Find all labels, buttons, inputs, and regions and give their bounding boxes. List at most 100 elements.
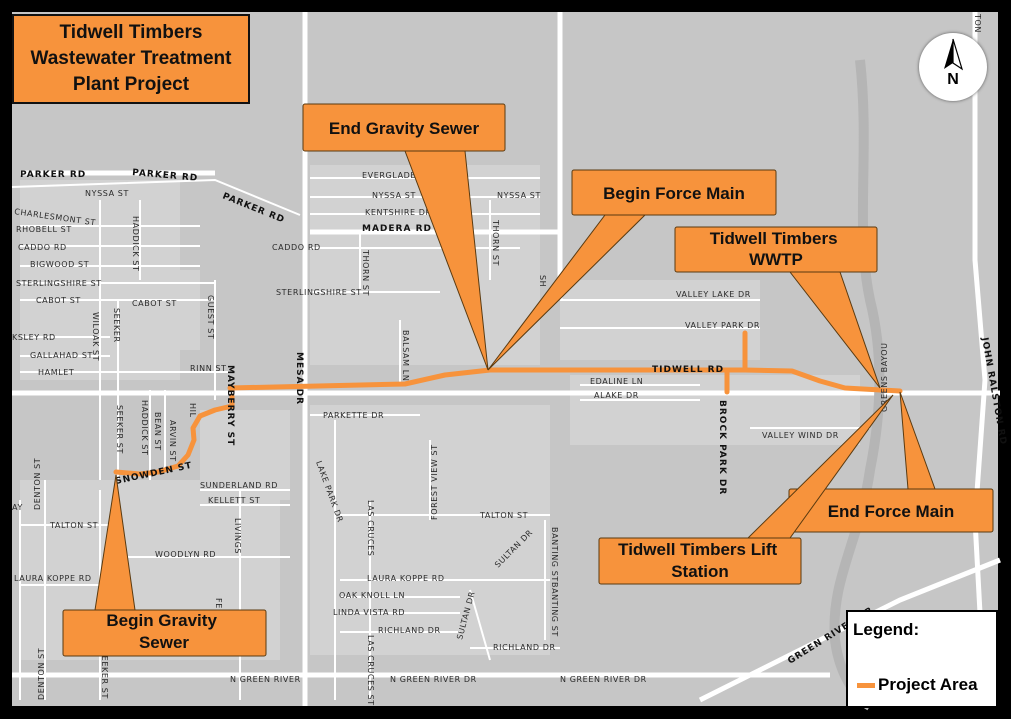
street-label-sterlingshire-st-1: STERLINGSHIRE ST xyxy=(16,279,102,288)
callout-lift-station-text: Tidwell Timbers Lift Station xyxy=(618,540,782,581)
street-label-ay: AY xyxy=(12,503,23,512)
street-label-banting-st-1: BANTING ST xyxy=(550,527,559,582)
callout-end-force-main[interactable]: End Force Main xyxy=(788,391,994,533)
street-label-thorn-st-1: THORN ST xyxy=(361,249,370,296)
street-label-tidwell-rd: TIDWELL RD xyxy=(652,365,724,375)
street-label-laura-koppe-1: LAURA KOPPE RD xyxy=(14,574,92,583)
street-label-nyssa-st-2: NYSSA ST xyxy=(372,191,416,200)
street-label-valley-park-dr: VALLEY PARK DR xyxy=(685,321,760,330)
street-label-hil: HIL xyxy=(188,403,197,418)
callout-bgs-line1: Begin Gravity xyxy=(106,611,217,630)
street-label-edaline-ln: EDALINE LN xyxy=(590,377,643,386)
street-label-cabot-st-1: CABOT ST xyxy=(36,296,81,305)
street-label-everglade-dr: EVERGLADE DR xyxy=(362,171,432,180)
street-label-haddick-st-1: HADDICK ST xyxy=(131,216,140,272)
street-label-nyssa-st-3: NYSSA ST xyxy=(497,191,541,200)
street-label-richland-dr-1: RICHLAND DR xyxy=(378,626,441,635)
street-label-seeker-st: SEEKER ST xyxy=(115,405,124,454)
street-label-bean-st: BEAN ST xyxy=(153,412,162,451)
legend: Legend: Project Area xyxy=(846,610,998,708)
street-label-talton-st-2: TALTON ST xyxy=(479,511,528,520)
street-label-linda-vista-rd: LINDA VISTA RD xyxy=(333,608,405,617)
project-area-lines xyxy=(113,330,903,477)
street-label-denton-st-2: DENTON ST xyxy=(37,648,46,700)
street-label-caddo-rd-1: CADDO RD xyxy=(18,243,67,252)
north-arrow-icon xyxy=(944,38,964,71)
street-label-balsam-ln: BALSAM LN xyxy=(401,330,410,381)
street-label-kentshire-dr: KENTSHIRE DR xyxy=(365,208,432,217)
callout-begin-gravity-text: Begin Gravity Sewer xyxy=(106,611,221,652)
legend-item-label: Project Area xyxy=(878,675,978,694)
street-label-rhobell-st: RHOBELL ST xyxy=(16,225,72,234)
north-label: N xyxy=(947,71,959,88)
street-label-caddo-rd-2: CADDO RD xyxy=(272,243,321,252)
street-label-n-green-river-2: N GREEN RIVER DR xyxy=(390,675,477,684)
street-label-sh: SH xyxy=(538,275,547,287)
legend-title: Legend: xyxy=(853,620,920,639)
callout-wwtp-line2: WWTP xyxy=(749,250,803,269)
street-label-ksley-rd: KSLEY RD xyxy=(12,333,56,342)
street-label-sterlingshire-st-2: STERLINGSHIRE ST xyxy=(276,288,362,297)
street-label-arvin-st: ARVIN ST xyxy=(168,420,177,462)
street-label-alake-dr: ALAKE DR xyxy=(594,391,639,400)
street-label-green-bayou: GREENS BAYOU xyxy=(880,342,889,412)
street-label-valley-lake-dr: VALLEY LAKE DR xyxy=(676,290,751,299)
street-label-valley-wind-dr: VALLEY WIND DR xyxy=(762,431,839,440)
street-label-parker-rd-1: PARKER RD xyxy=(20,170,86,180)
street-label-mayberry-st: MAYBERRY ST xyxy=(225,365,235,446)
minor-streets xyxy=(11,177,870,700)
street-label-thorn-st-2: THORN ST xyxy=(491,219,500,266)
street-label-fe: FE xyxy=(214,598,223,609)
callout-lift-line1: Tidwell Timbers Lift xyxy=(618,540,777,559)
north-arrow: N xyxy=(919,33,987,101)
callout-begin-force-main[interactable]: Begin Force Main xyxy=(487,169,777,371)
street-label-nyssa-st-1: NYSSA ST xyxy=(85,189,129,198)
street-label-talton-st-1: TALTON ST xyxy=(49,521,98,530)
street-label-banting-st-2: BANTING ST xyxy=(550,582,559,637)
street-label-woodlyn-rd: WOODLYN RD xyxy=(155,550,216,559)
callout-bgs-line2: Sewer xyxy=(139,633,189,652)
street-label-livings: LIVINGS xyxy=(233,518,242,554)
svg-text:Begin Force Main: Begin Force Main xyxy=(603,184,745,203)
street-label-denton-st-1: DENTON ST xyxy=(33,458,42,510)
callout-begin-gravity-sewer[interactable]: Begin Gravity Sewer xyxy=(62,474,267,657)
callout-wwtp-line1: Tidwell Timbers xyxy=(710,229,838,248)
legend-swatch xyxy=(857,683,875,688)
street-label-parkette-dr: PARKETTE DR xyxy=(323,411,384,420)
street-label-ton: TON xyxy=(973,13,982,33)
callout-lift-line2: Station xyxy=(671,562,729,581)
greens-bayou xyxy=(829,59,885,711)
street-label-mesa-dr: MESA DR xyxy=(294,352,304,405)
street-label-guest-st: GUEST ST xyxy=(206,295,215,339)
street-label-rinn-st: RINN ST xyxy=(190,364,227,373)
svg-text:End Force Main: End Force Main xyxy=(828,502,955,521)
street-label-bigwood-st: BIGWOOD ST xyxy=(30,260,89,269)
street-label-oak-knoll-ln: OAK KNOLL LN xyxy=(339,591,405,600)
svg-text:End Gravity Sewer: End Gravity Sewer xyxy=(329,119,480,138)
street-label-cabot-st-2: CABOT ST xyxy=(132,299,177,308)
street-label-madera-rd: MADERA RD xyxy=(362,224,432,234)
street-label-n-green-river-3: N GREEN RIVER DR xyxy=(560,675,647,684)
street-label-laura-koppe-2: LAURA KOPPE RD xyxy=(367,574,445,583)
street-label-seeker-1: SEEKER xyxy=(112,308,121,343)
street-label-haddick-st-2: HADDICK ST xyxy=(140,400,149,456)
callout-wwtp[interactable]: Tidwell Timbers WWTP xyxy=(674,226,881,389)
street-label-las-cruces-1: LAS CRUCES xyxy=(366,500,375,556)
street-label-brock-park-dr: BROCK PARK DR xyxy=(717,400,727,495)
street-label-seeker-st-2: SEEKER ST xyxy=(100,650,109,699)
street-label-kellett-st: KELLETT ST xyxy=(208,496,260,505)
street-label-wiloak-st: WILOAK ST xyxy=(91,312,100,361)
street-label-las-cruces-2: LAS CRUCES ST xyxy=(366,635,375,706)
street-label-forest-view-st: FOREST VIEW ST xyxy=(430,444,439,520)
callout-end-gravity-sewer[interactable]: End Gravity Sewer xyxy=(302,103,506,371)
street-label-richland-dr-2: RICHLAND DR xyxy=(493,643,556,652)
street-label-gallahad-st: GALLAHAD ST xyxy=(30,351,93,360)
map-title-box: Tidwell Timbers Wastewater Treatment Pla… xyxy=(12,14,250,104)
street-label-n-green-river-1: N GREEN RIVER xyxy=(230,675,301,684)
street-label-hamlet: HAMLET xyxy=(38,368,74,377)
callout-wwtp-text: Tidwell Timbers WWTP xyxy=(710,229,843,269)
street-label-sunderland-rd: SUNDERLAND RD xyxy=(200,481,278,490)
callout-lift-station[interactable]: Tidwell Timbers Lift Station xyxy=(598,394,894,585)
map-title: Tidwell Timbers Wastewater Treatment Pla… xyxy=(30,22,232,95)
